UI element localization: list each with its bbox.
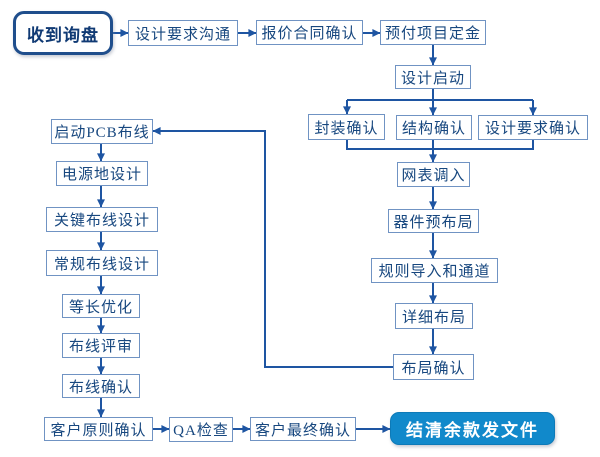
flow-node-start-pcb-routing: 启动PCB布线 [51,119,153,144]
edge-place-confirm-to-start-routing [152,127,393,368]
flow-node-prepay-project-deposit: 预付项目定金 [380,20,486,45]
flow-node-receive-inquiry: 收到询盘 [13,11,113,55]
flow-node-detailed-placement: 详细布局 [395,303,473,329]
flow-node-design-kickoff: 设计启动 [395,65,471,89]
flow-node-placement-confirm: 布局确认 [393,354,474,380]
flow-node-routing-confirm: 布线确认 [62,374,140,398]
flow-node-critical-routing-design: 关键布线设计 [46,207,158,232]
flow-node-general-routing-design: 常规布线设计 [46,250,158,276]
flow-node-design-requirements-confirm: 设计要求确认 [478,115,588,140]
flow-arrows [97,29,537,433]
flow-node-structure-confirm: 结构确认 [396,115,472,140]
flow-node-qa-check: QA检查 [169,417,233,442]
flow-node-rules-import-and-channels: 规则导入和通道 [371,258,498,283]
flow-node-component-preplacement: 器件预布局 [388,209,479,233]
flow-node-design-requirements-communication: 设计要求沟通 [128,20,238,46]
flow-node-footprint-confirm: 封装确认 [308,114,385,140]
flow-node-length-matching-optimization: 等长优化 [62,294,140,318]
flow-node-routing-review: 布线评审 [62,333,140,358]
edge-merge-bar [346,140,534,150]
flow-node-customer-principle-confirm: 客户原则确认 [44,417,153,441]
flow-node-power-ground-design: 电源地设计 [56,161,148,186]
flow-node-netlist-import: 网表调入 [397,162,470,187]
flow-node-customer-final-confirm: 客户最终确认 [250,417,356,441]
flow-node-settle-balance-deliver-files: 结清余款发文件 [390,412,555,445]
flow-node-quotation-contract-confirm: 报价合同确认 [256,20,363,45]
